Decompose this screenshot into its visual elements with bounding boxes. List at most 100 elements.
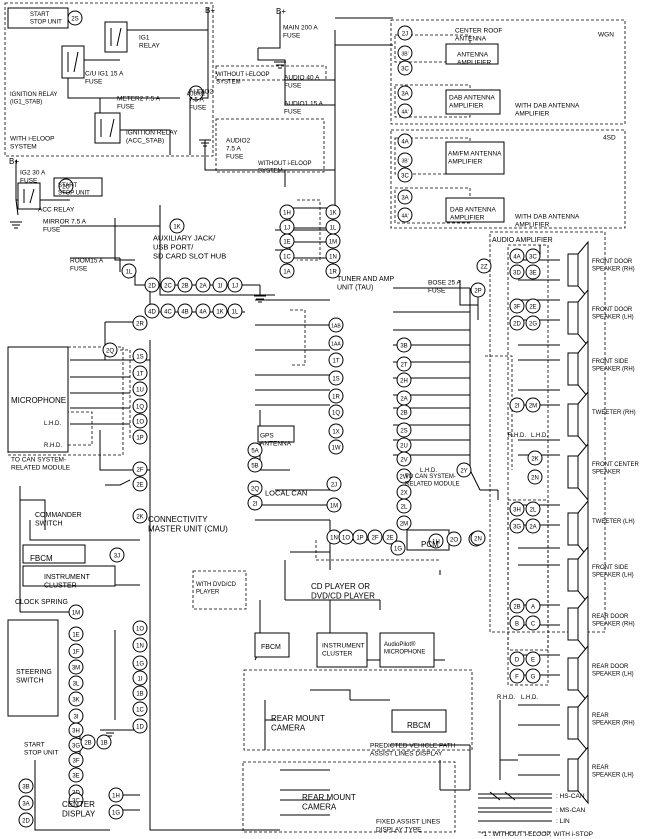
connector-pin: 3E: [525, 264, 541, 280]
connector-pin: 1M: [68, 604, 84, 620]
connector-pin: 3H: [509, 501, 525, 517]
pin-code: 2B: [400, 410, 407, 416]
connector-pin: 3K: [68, 691, 84, 707]
connector-pin: 3A: [18, 795, 34, 811]
pin-code: 2D: [513, 321, 521, 327]
pin-code: 2M: [400, 521, 408, 527]
pin-code: 2K: [531, 456, 538, 462]
pin-code: 1A: [283, 269, 290, 275]
pin-code: 4A: [199, 309, 206, 315]
label-b-plus-1: B+: [205, 6, 215, 15]
pin-code: 1M: [330, 503, 338, 509]
connector-pin: 1AB: [328, 317, 344, 333]
label-start-stop-unit-bottom-line2: STOP UNIT: [24, 750, 58, 757]
dashed-zone-2: [215, 65, 327, 81]
label-clock-spring: CLOCK SPRING: [15, 599, 68, 606]
label-lhd-lower: L.H.D.: [521, 695, 538, 701]
connector-pin: 1S: [328, 370, 344, 386]
pin-code: 1W: [332, 445, 341, 451]
pin-code: 2L: [530, 507, 537, 513]
speaker-icon: [567, 442, 589, 502]
label-antenna-amplifier-line2: AMPLIFIER: [457, 60, 492, 67]
pin-code: 1E: [72, 632, 79, 638]
label-ig2-fuse-line2: FUSE: [20, 178, 38, 185]
pin-code: 4C: [164, 309, 172, 315]
label-rear-rh: REAR: [592, 713, 609, 719]
connector-pin: 1M: [326, 497, 342, 513]
label-amfm-antenna-amp-line2: AMPLIFIER: [448, 159, 483, 166]
connector-pin: 3H: [68, 722, 84, 738]
label-rear-lh: REAR: [592, 765, 609, 771]
wire-59: [34, 760, 110, 831]
connector-pin: 3B: [18, 778, 34, 794]
pin-code: 2F: [371, 535, 378, 541]
pin-code: 3C: [529, 254, 537, 260]
pin-code: 3H: [513, 507, 521, 513]
label-audiopilot-mic-line2: MICROPHONE: [384, 650, 425, 656]
speaker-icon: [567, 390, 589, 450]
connector-pin: 3I: [68, 708, 84, 724]
pin-code: 3L: [73, 681, 80, 687]
speaker-icon: [567, 339, 589, 399]
speaker-icon: [567, 545, 589, 605]
label-tweeter-rh: TWEETER (RH): [592, 410, 636, 416]
pin-code: 2C: [164, 283, 172, 289]
label-antenna-amplifier: ANTENNA: [457, 52, 489, 59]
label-b-plus-3: B+: [9, 157, 19, 166]
label-with-dvd-cd: WITH DVD/CD: [196, 582, 237, 588]
pin-code: 1U: [136, 387, 144, 393]
inst-cluster-box-mid: [316, 632, 368, 668]
wire-layer: [10, 8, 560, 831]
label-rbcm: RBCM: [407, 721, 431, 730]
pin-code: 2R: [136, 321, 144, 327]
connector-pin: 2I: [247, 495, 263, 511]
label-tweeter-lh: TWEETER (LH): [592, 519, 635, 525]
label-ig2-fuse: IG2 30 A: [20, 170, 46, 177]
pin-code: 1L: [126, 269, 133, 275]
wire-9: [258, 12, 281, 49]
pin-code: 3A: [22, 801, 29, 807]
legend-note-1: *1 : WITHOUT i-ELOOP, WITH i-STOP: [481, 831, 593, 838]
label-rear-mount-camera-1: REAR MOUNT: [271, 714, 325, 723]
relay-icon: [104, 21, 128, 53]
pin-code: 1M: [329, 239, 337, 245]
connector-pin: 1P: [132, 429, 148, 445]
ground-icon: [274, 61, 286, 69]
connector-pin: 2A: [195, 277, 211, 293]
wire-135: [499, 700, 518, 761]
pin-code: 2E: [386, 535, 393, 541]
pin-code: 1G: [394, 546, 402, 552]
label-audio-40-fuse: AUDIO 40 A: [284, 75, 320, 82]
pin-code: 2I: [252, 501, 257, 507]
label-instrument-cluster-left: INSTRUMENT: [44, 574, 91, 581]
connector-pin: 1J: [279, 219, 295, 235]
pin-code: 1D: [136, 724, 144, 730]
label-aux-jack: AUXILIARY JACK/: [153, 234, 216, 243]
label-can-module-left: TO CAN SYSTEM-: [11, 457, 66, 464]
connector-pin: 1N: [325, 248, 341, 264]
relay-icon: [61, 45, 85, 79]
connector-pin: 3C: [397, 60, 413, 76]
pin-code: 2E: [529, 304, 536, 310]
fbcm-box-mid: [254, 632, 290, 658]
connector-pin: 1H: [428, 533, 444, 549]
pin-code: 1I: [137, 676, 142, 682]
connector-pin: 4A: [509, 248, 525, 264]
label-rhd-mic: R.H.D.: [44, 443, 62, 449]
label-front-side-lh: FRONT SIDE: [592, 565, 628, 571]
pin-code: C: [531, 621, 536, 627]
pin-code: 3G: [513, 524, 521, 530]
shield-line-4: [315, 540, 440, 561]
connector-pin: 4A: [195, 303, 211, 319]
speaker-icon: [567, 693, 589, 753]
dashed-zone-4: [390, 19, 626, 125]
connector-pin: 2E: [382, 529, 398, 545]
pin-code: 1O: [342, 535, 350, 541]
pin-code: 1H: [432, 539, 440, 545]
pin-code: 3A: [401, 91, 408, 97]
connector-pin: E: [525, 651, 541, 667]
pin-code: 3E: [529, 270, 536, 276]
pin-code: 2A: [529, 524, 536, 530]
